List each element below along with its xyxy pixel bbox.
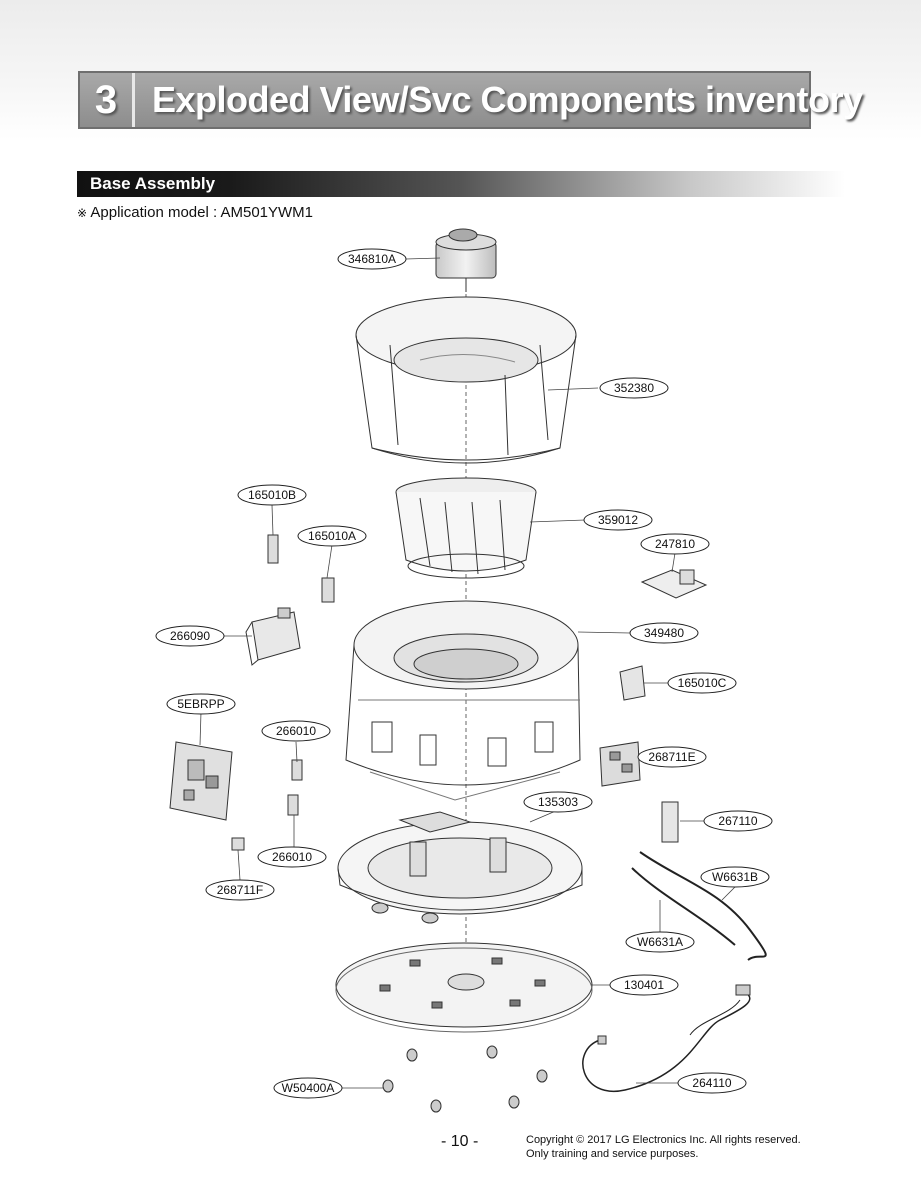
base-ring-part <box>337 811 583 924</box>
part-number: 135303 <box>538 795 578 809</box>
reference-mark: ※ <box>77 206 88 220</box>
part-label: 349480 <box>629 622 699 644</box>
part-number: 130401 <box>624 978 664 992</box>
application-model: Application model : AM501YWM1 <box>90 204 314 221</box>
part-number: W6631A <box>637 935 683 949</box>
page-number: - 10 - <box>441 1133 479 1150</box>
application-note: ※ Application model : AM501YWM1 <box>77 204 313 221</box>
part-label: 266010 <box>261 720 331 742</box>
part-number: 267110 <box>718 814 757 828</box>
part-label: 268711E <box>637 746 707 768</box>
part-number: W50400A <box>282 1081 335 1095</box>
bracket-part <box>640 569 708 599</box>
wire-b-part <box>639 851 767 961</box>
part-label: 359012 <box>583 509 653 531</box>
part-label: 352380 <box>599 377 669 399</box>
sensor-lower-part <box>287 794 299 816</box>
part-label: 165010B <box>237 484 307 506</box>
motor-part <box>435 228 497 292</box>
subsection-bar: Base Assembly <box>77 171 845 197</box>
sensor-b-part <box>267 534 279 564</box>
part-label: 5EBRPP <box>166 693 236 715</box>
sensor-c-part <box>619 665 646 701</box>
part-labels: 346810A 352380 165010B 165010A 359012 247810 2… <box>155 248 773 1099</box>
part-number: W6631B <box>712 870 758 884</box>
part-number: 268711F <box>217 883 263 897</box>
copyright: Copyright © 2017 LG Electronics Inc. All… <box>526 1133 801 1161</box>
part-number: 359012 <box>598 513 638 527</box>
part-label: 346810A <box>337 248 407 270</box>
sensor-a-part <box>321 577 335 603</box>
section-number: 3 <box>94 78 118 122</box>
part-label: W6631B <box>700 866 770 888</box>
connector-part <box>231 837 245 851</box>
pcb-part <box>169 741 233 821</box>
part-label: 135303 <box>523 791 593 813</box>
copyright-text: Copyright © 2017 LG Electronics Inc. All… <box>526 1134 801 1146</box>
part-label: 130401 <box>609 974 679 996</box>
panel-part <box>661 801 679 843</box>
part-number: 264110 <box>692 1076 731 1090</box>
part-number: 165010A <box>308 529 356 543</box>
part-label: W50400A <box>273 1077 343 1099</box>
bottom-plate-part <box>335 942 593 1033</box>
part-label: 268711F <box>205 879 275 901</box>
part-number: 349480 <box>644 626 684 640</box>
part-number: 268711E <box>648 750 695 764</box>
part-label: 165010C <box>667 672 737 694</box>
upper-housing-part <box>355 296 577 464</box>
part-number: 266010 <box>272 850 312 864</box>
part-label: W6631A <box>625 931 695 953</box>
base-housing-part <box>345 600 581 801</box>
power-cord-part <box>582 984 751 1093</box>
part-label: 247810 <box>640 533 710 555</box>
filter-box-part <box>245 607 301 666</box>
display-pcb-part <box>599 741 641 787</box>
part-number: 165010B <box>248 488 296 502</box>
feet-part <box>382 1045 548 1113</box>
section-title: Exploded View/Svc Components inventory <box>152 79 863 120</box>
fan-part <box>395 477 537 579</box>
part-number: 346810A <box>348 252 396 266</box>
section-divider <box>132 73 135 127</box>
part-number: 165010C <box>678 676 727 690</box>
usage-text: Only training and service purposes. <box>526 1148 699 1160</box>
part-label: 266010 <box>257 846 327 868</box>
part-label: 165010A <box>297 525 367 547</box>
part-label: 264110 <box>677 1072 747 1094</box>
section-header: 3 Exploded View/Svc Components inventory <box>78 71 863 129</box>
wire-a-part <box>631 867 736 946</box>
sensor-upper-part <box>291 759 303 781</box>
part-label: 266090 <box>155 625 225 647</box>
part-number: 247810 <box>655 537 695 551</box>
subsection-title: Base Assembly <box>90 174 216 193</box>
part-number: 266090 <box>170 629 210 643</box>
part-number: 352380 <box>614 381 654 395</box>
part-label: 267110 <box>703 810 773 832</box>
part-number: 5EBRPP <box>177 697 224 711</box>
part-number: 266010 <box>276 724 316 738</box>
